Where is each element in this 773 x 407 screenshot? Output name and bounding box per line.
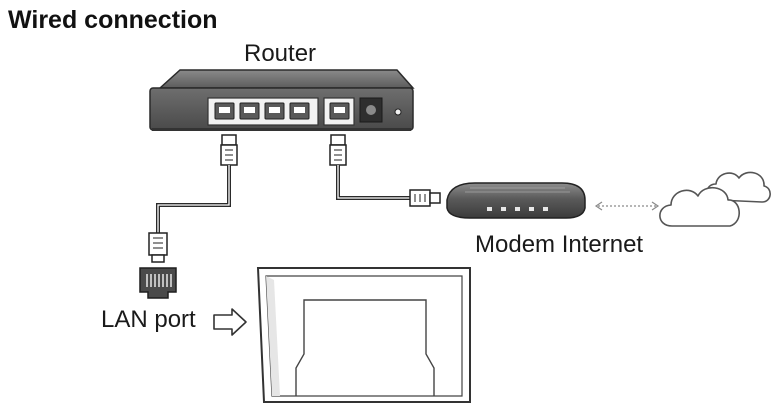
internet-link xyxy=(594,201,660,211)
page-title: Wired connection xyxy=(8,6,218,34)
cloud-icon xyxy=(659,171,771,227)
arrow-right-icon xyxy=(213,308,247,336)
ethernet-jack-icon xyxy=(139,267,177,299)
router-label: Router xyxy=(244,40,317,67)
modem-label: Modem Internet xyxy=(475,231,644,258)
lan-port-label: LAN port xyxy=(101,306,196,333)
wan-cable xyxy=(329,134,441,207)
tv-back-icon xyxy=(256,267,471,403)
router-icon xyxy=(149,69,415,131)
modem-icon xyxy=(446,182,586,219)
lan-cable xyxy=(148,134,238,263)
